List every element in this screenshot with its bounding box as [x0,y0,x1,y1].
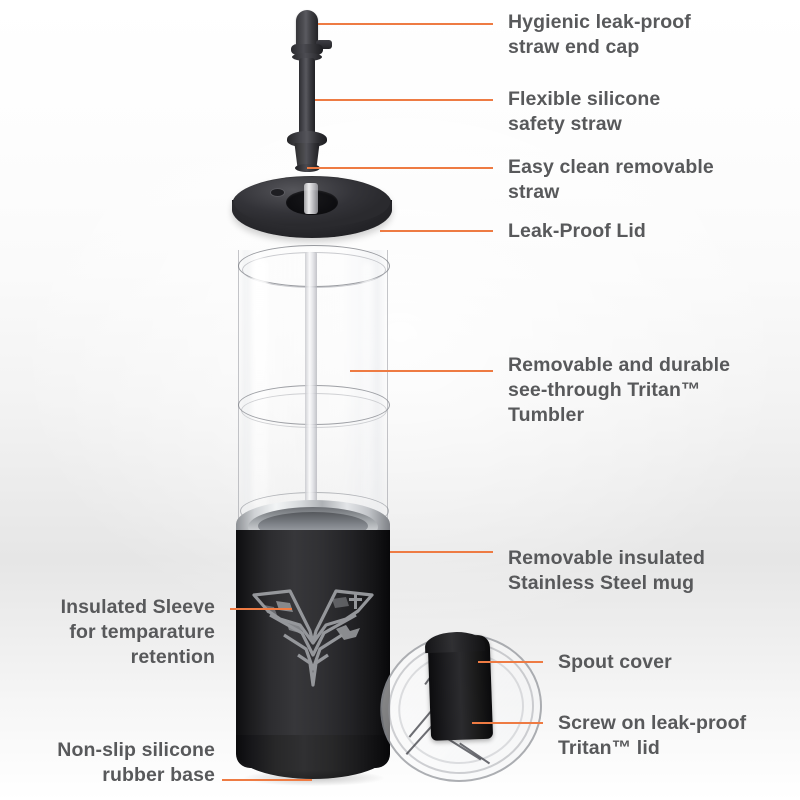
callout-rubber-base: Non-slip silicone rubber base [57,739,215,786]
leader-line-spout-cover [478,661,543,663]
straw-cap-ring [292,53,322,61]
lid-vent-detail [271,189,284,196]
straw-end-cap [296,10,318,50]
leader-line-rubber-base [222,779,312,781]
leader-line-insulated-sleeve [230,608,292,610]
callout-spout-cover: Spout cover [558,651,672,673]
corvette-crossed-flags-icon [252,589,374,687]
straw-tube-through-lid [304,183,318,214]
callout-screw-on-lid: Screw on leak-proof Tritan™ lid [558,712,747,759]
tumbler-highlight-right [362,262,373,502]
product-drop-shadow [244,770,384,786]
straw-collar [294,143,320,167]
screw-on-tritan-lid [366,621,553,793]
leader-line-removable-straw [307,167,493,169]
callout-straw-end-cap: Hygienic leak-proof straw end cap [508,11,691,58]
callout-insulated-sleeve: Insulated Sleeve for temparature retenti… [60,596,215,668]
tumbler-highlight-left [252,258,268,508]
callout-tritan-tumbler: Removable and durable see-through Tritan… [508,354,731,426]
callout-silicone-straw: Flexible silicone safety straw [508,88,661,135]
leader-line-screw-on-lid [472,722,543,724]
leader-line-leak-proof-lid [380,230,493,232]
leader-line-straw-end-cap [318,23,493,25]
leader-line-silicone-straw [315,99,493,101]
insulated-sleeve [236,530,390,768]
silicone-rubber-base [236,735,390,779]
inner-straw-tube [305,252,317,528]
callout-removable-straw: Easy clean removable straw [508,156,714,203]
leader-line-tritan-tumbler [350,370,493,372]
leader-line-stainless-mug [390,551,493,553]
callout-stainless-steel-mug: Removable insulated Stainless Steel mug [508,547,705,594]
callout-leak-proof-lid: Leak-Proof Lid [508,220,646,242]
straw-cap-tab [316,40,332,49]
straw-cap-lip [291,44,323,55]
silicone-straw-shaft [299,58,315,136]
